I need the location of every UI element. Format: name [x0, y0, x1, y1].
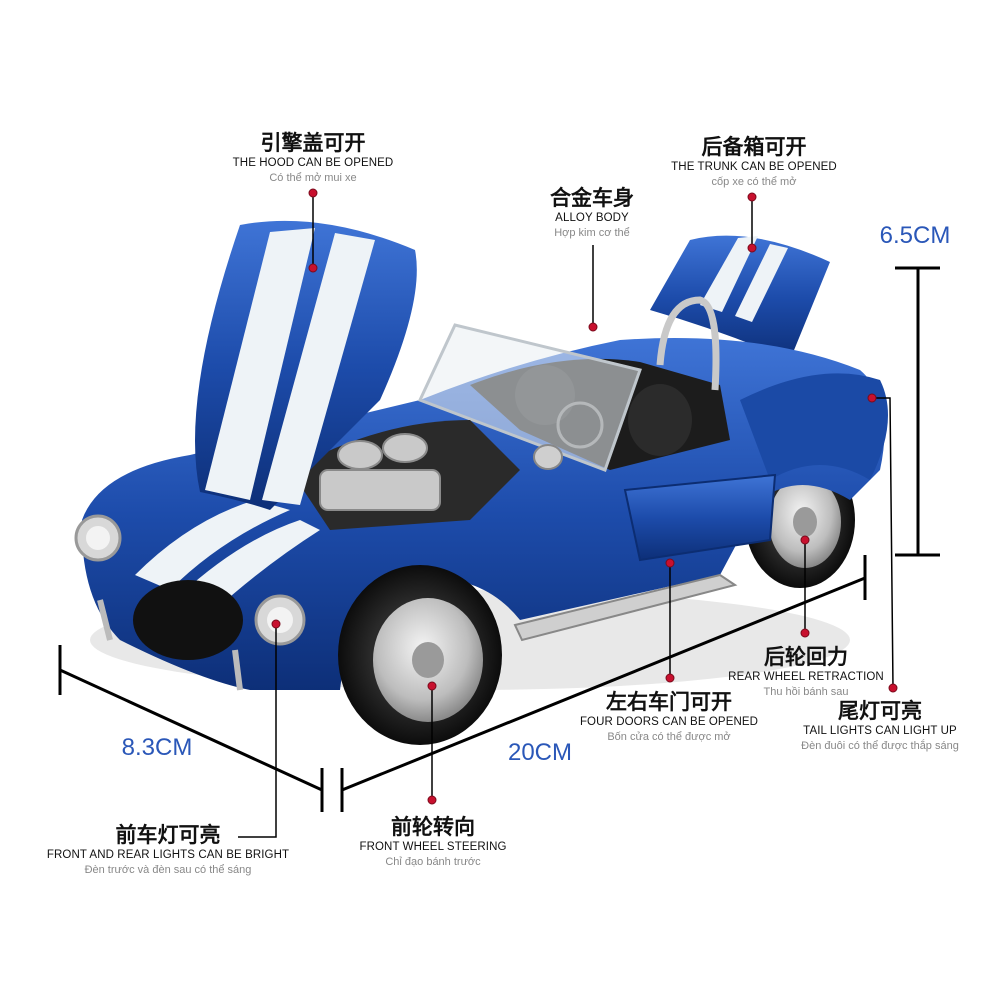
- hood-en: THE HOOD CAN BE OPENED: [232, 157, 394, 169]
- dimension-height: 6.5CM: [879, 222, 951, 249]
- headlight-right: [254, 594, 306, 646]
- lights-en: FRONT AND REAR LIGHTS CAN BE BRIGHT: [46, 849, 290, 861]
- steering-zh: 前轮转向: [390, 815, 475, 839]
- label-body: 合金车身 ALLOY BODY Hợp kim cơ thể: [550, 185, 634, 240]
- dimension-length: 20CM: [507, 739, 573, 766]
- label-tail-lights: 尾灯可亮 TAIL LIGHTS CAN LIGHT UP Đèn đuôi c…: [801, 698, 959, 753]
- dimension-lines: [58, 266, 940, 812]
- dimension-width: 8.3CM: [121, 734, 193, 761]
- trunk-vi: cốp xe có thể mở: [711, 176, 797, 188]
- engine: [319, 433, 441, 511]
- lights-vi: Đèn trước và đèn sau có thể sáng: [84, 864, 252, 876]
- body-vi: Hợp kim cơ thể: [554, 227, 630, 239]
- hood: [195, 220, 417, 510]
- tail-lights-vi: Đèn đuôi có thể được thắp sáng: [801, 740, 959, 752]
- doors-vi: Bốn cửa có thể được mở: [607, 731, 731, 743]
- lights-zh: 前车灯可亮: [115, 823, 221, 847]
- nose-stripe-1: [135, 500, 290, 590]
- bumpers: [97, 599, 243, 691]
- label-rear-wheel: 后轮回力 REAR WHEEL RETRACTION Thu hồi bánh …: [728, 644, 884, 699]
- roll-bar: [656, 296, 720, 391]
- steering-vi: Chỉ đạo bánh trước: [385, 856, 481, 868]
- label-steering: 前轮转向 FRONT WHEEL STEERING Chỉ đạo bánh t…: [359, 814, 506, 869]
- rear-wheel-en: REAR WHEEL RETRACTION: [728, 671, 884, 683]
- rear-fender: [740, 373, 888, 480]
- doors-en: FOUR DOORS CAN BE OPENED: [579, 716, 759, 728]
- tail-lights-en: TAIL LIGHTS CAN LIGHT UP: [803, 725, 957, 737]
- label-lights: 前车灯可亮 FRONT AND REAR LIGHTS CAN BE BRIGH…: [47, 822, 289, 877]
- headlight-left: [74, 514, 122, 562]
- grille: [133, 580, 243, 660]
- seat-right: [628, 384, 692, 456]
- mirror: [533, 444, 563, 470]
- side-exhaust: [513, 573, 738, 642]
- hood-zh: 引擎盖可开: [260, 131, 366, 155]
- doors-zh: 左右车门可开: [606, 690, 732, 714]
- body-en: ALLOY BODY: [555, 212, 629, 224]
- marker-dots: [271, 188, 898, 805]
- leader-lines: [238, 193, 894, 838]
- tail-lights-zh: 尾灯可亮: [838, 699, 922, 723]
- label-hood: 引擎盖可开 THE HOOD CAN BE OPENED Có thể mở m…: [233, 130, 394, 185]
- trunk-zh: 后备箱可开: [701, 135, 807, 159]
- body-zh: 合金车身: [550, 186, 634, 210]
- rear-wheel-zh: 后轮回力: [763, 645, 848, 669]
- front-wheel: [338, 565, 502, 745]
- hood-vi: Có thể mở mui xe: [269, 172, 357, 184]
- steering-en: FRONT WHEEL STEERING: [359, 841, 507, 853]
- trunk-lid: [650, 235, 830, 360]
- label-doors: 左右车门可开 FOUR DOORS CAN BE OPENED Bốn cửa …: [580, 689, 758, 744]
- label-trunk: 后备箱可开 THE TRUNK CAN BE OPENED cốp xe có …: [671, 134, 837, 189]
- door: [623, 473, 777, 562]
- trunk-en: THE TRUNK CAN BE OPENED: [671, 161, 837, 173]
- rear-wheel-vi: Thu hồi bánh sau: [763, 686, 849, 698]
